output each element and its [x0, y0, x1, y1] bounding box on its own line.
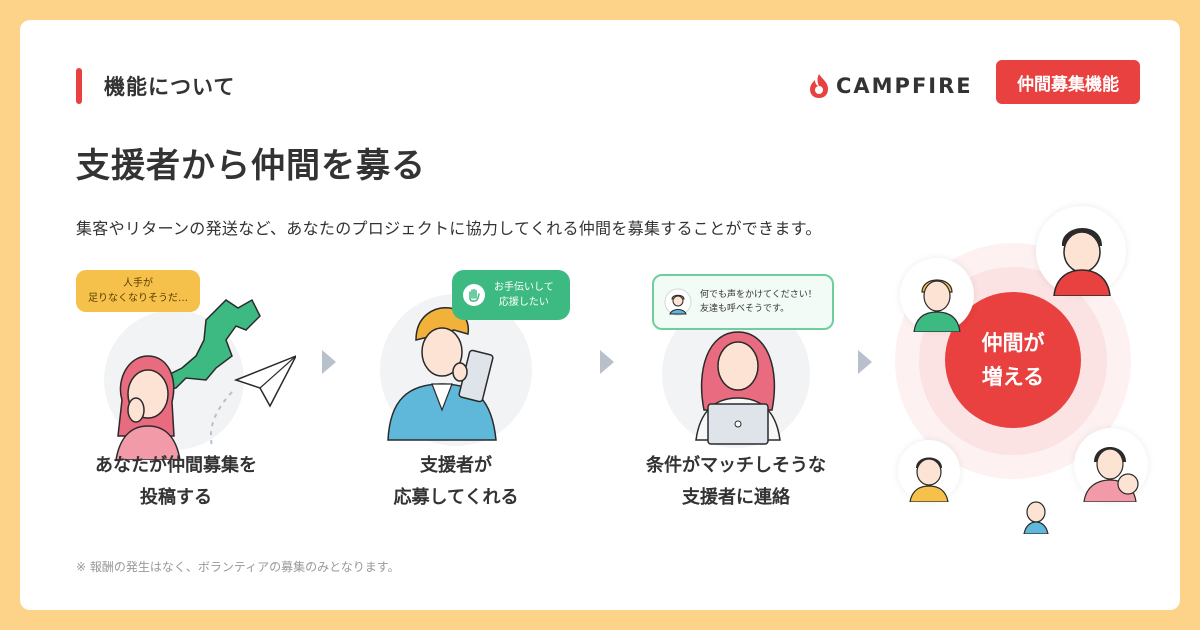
step-apply-bubble: お手伝いして 応援したい — [452, 270, 570, 320]
section-header: 機能について — [76, 68, 235, 104]
chevron-right-icon — [858, 350, 872, 374]
page-title: 支援者から仲間を募る — [76, 146, 426, 186]
avatar — [664, 288, 692, 316]
feature-badge: 仲間募集機能 — [996, 60, 1140, 104]
avatar — [900, 258, 974, 333]
step-post-bubble: 人手が 足りなくなりそうだ… — [76, 270, 200, 312]
description: 集客やリターンの発送など、あなたのプロジェクトに協力してくれる仲間を募集すること… — [76, 219, 822, 238]
step-apply-illustration — [380, 294, 532, 446]
step-contact-caption: 条件がマッチしそうな 支援者に連絡 — [646, 455, 826, 508]
step-contact: 条件がマッチしそうな 支援者に連絡 — [616, 260, 856, 560]
avatar — [1074, 428, 1148, 503]
step-apply: 支援者が 応募してくれる — [336, 260, 576, 560]
avatar — [1016, 494, 1056, 535]
chevron-right-icon — [322, 350, 336, 374]
section-label: 機能について — [104, 75, 236, 99]
step-post: あなたが仲間募集を 投稿する — [56, 260, 296, 560]
flame-logo-icon — [810, 74, 828, 98]
content-card: 機能について CAMPFIRE 仲間募集機能 支援者から仲間を募る 集客やリター… — [20, 20, 1180, 610]
step-apply-caption: 支援者が 応募してくれる — [393, 455, 519, 508]
step-contact-illustration — [662, 300, 810, 448]
brand-name: CAMPFIRE — [836, 74, 973, 98]
hand-icon — [463, 284, 485, 306]
avatar — [1036, 206, 1126, 297]
step-post-illustration — [104, 298, 296, 460]
avatar — [898, 440, 960, 503]
paper-plane-icon — [233, 355, 296, 408]
brand-logo: CAMPFIRE — [808, 68, 973, 104]
chevron-right-icon — [600, 350, 614, 374]
section-marker — [76, 68, 82, 104]
step-contact-bubble: 何でも声をかけてください！ 友達も呼べそうです。 — [652, 274, 834, 330]
laptop-icon — [707, 403, 769, 445]
step-post-caption: あなたが仲間募集を 投稿する — [95, 455, 257, 508]
footnote: ※ 報酬の発生はなく、ボランティアの募集のみとなります。 — [76, 560, 400, 574]
